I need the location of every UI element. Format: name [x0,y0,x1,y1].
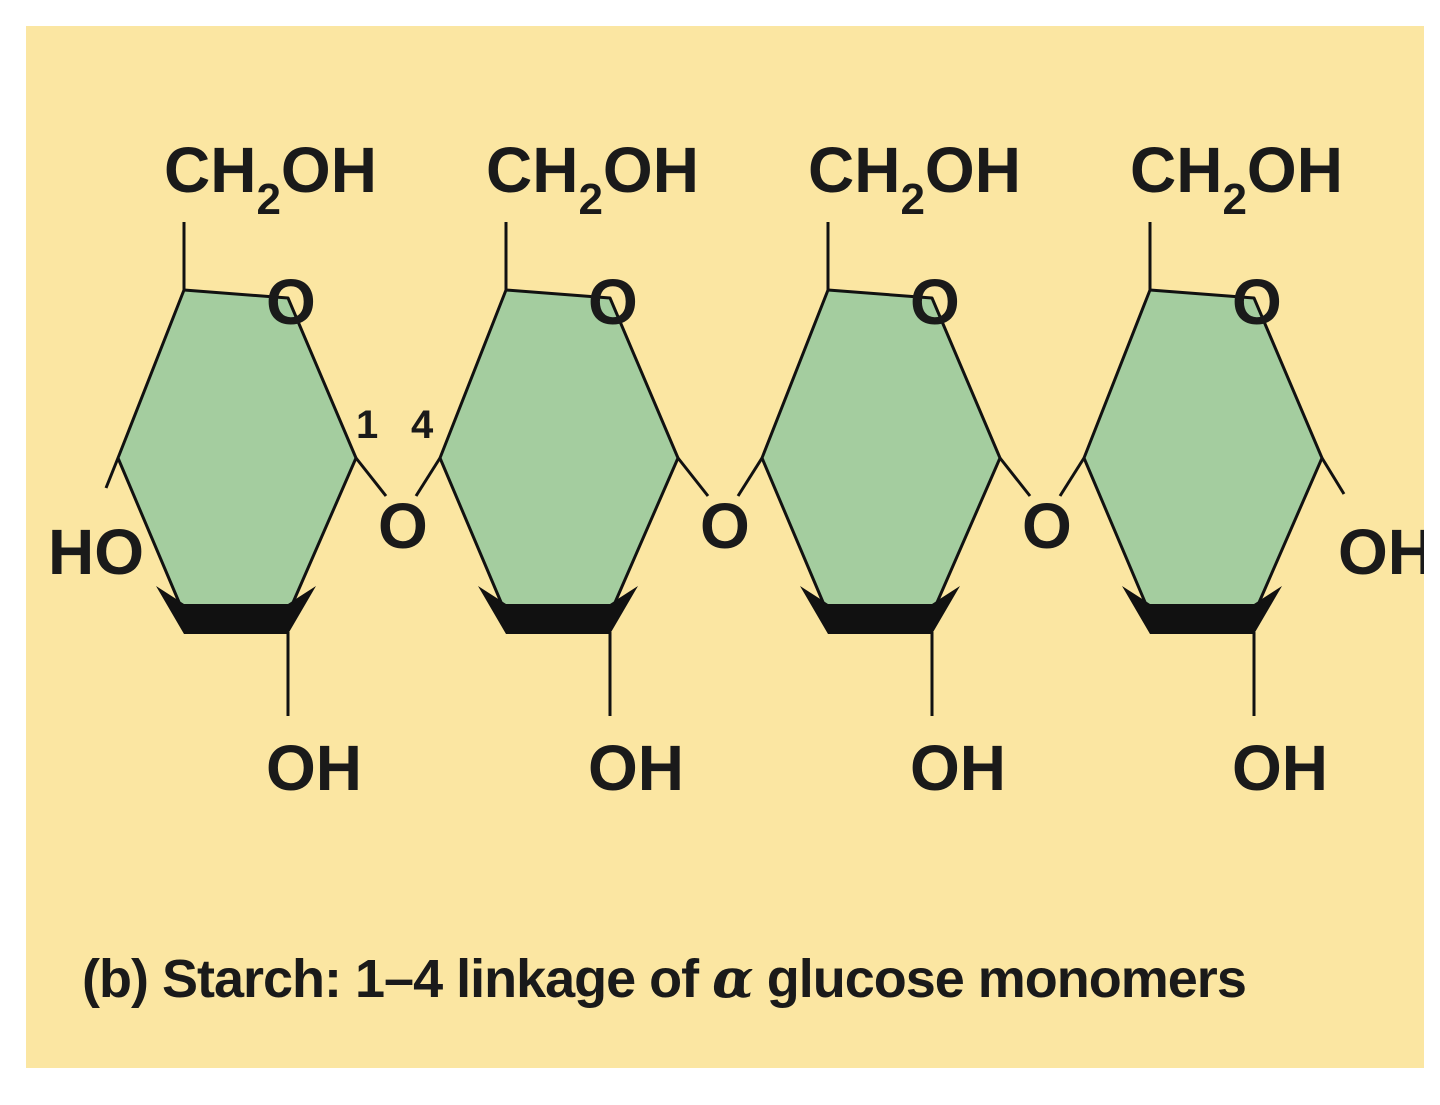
ch2oh-tail: OH [603,134,699,206]
front-bond [800,586,960,634]
glycosidic-bridge-3: O [998,457,1086,562]
bottom-oh-label: OH [1232,732,1328,804]
ch2oh-label: CH2OH [808,134,1021,224]
glycosidic-bridge-2: O [676,457,764,562]
ch2oh-label: CH2OH [164,134,377,224]
ch2oh-main: CH [486,134,578,206]
ch2oh-main: CH [1130,134,1222,206]
ch2oh-tail: OH [925,134,1021,206]
ch2oh-main: CH [164,134,256,206]
bridge-oxygen-label: O [378,490,428,562]
bridge-bond-left [998,457,1032,497]
left-end-bond [104,457,120,489]
ring-oxygen-label: O [588,266,638,338]
front-bond [478,586,638,634]
right-end-bond [1320,457,1346,495]
ring-oxygen-label: O [910,266,960,338]
ch2oh-subscript: 2 [578,175,602,224]
ring-oxygen-label: O [266,266,316,338]
front-bond [156,586,316,634]
ch2oh-label: CH2OH [1130,134,1343,224]
alpha-symbol: α [712,946,754,1010]
caption-prefix: (b) Starch: 1–4 linkage of [82,949,713,1009]
bottom-oh-label: OH [266,732,362,804]
ch2oh-subscript: 2 [900,175,924,224]
ch2oh-main: CH [808,134,900,206]
ch2oh-tail: OH [281,134,377,206]
bottom-oh-label: OH [588,732,684,804]
bridge-bond-right [1058,457,1086,497]
glycosidic-bridge-1: O [354,457,442,562]
caption-suffix: glucose monomers [752,949,1247,1009]
bridge-oxygen-label: O [1022,490,1072,562]
left-end-ho-label: HO [48,516,144,588]
bottom-oh-label: OH [910,732,1006,804]
ch2oh-label: CH2OH [486,134,699,224]
ch2oh-tail: OH [1247,134,1343,206]
figure-caption: (b) Starch: 1–4 linkage of α glucose mon… [82,946,1247,1010]
bridge-bond-left [676,457,710,497]
front-bond [1122,586,1282,634]
ch2oh-subscript: 2 [1222,175,1246,224]
bridge-bond-right [736,457,764,497]
ring-oxygen-label: O [1232,266,1282,338]
bridge-oxygen-label: O [700,490,750,562]
bridge-bond-right [414,457,442,497]
bridge-bond-left [354,457,388,497]
carbon-1-label: 1 [356,403,378,447]
carbon-4-label: 4 [411,403,434,447]
ch2oh-subscript: 2 [256,175,280,224]
right-end-oh-label: OH [1338,516,1424,588]
